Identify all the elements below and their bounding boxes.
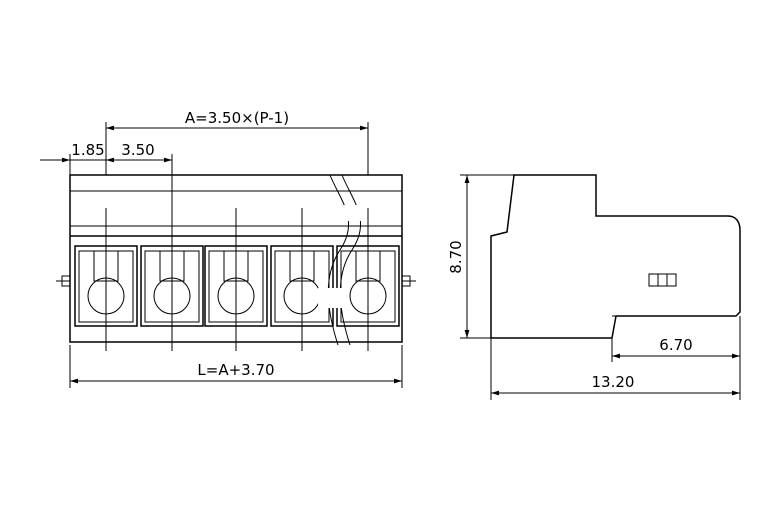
break-line-2 (339, 174, 362, 346)
total-depth-label: 13.20 (592, 373, 635, 391)
length-formula-label: L=A+3.70 (197, 361, 274, 379)
side-body-outline (490, 174, 741, 339)
break-line-1 (327, 174, 350, 346)
pitch-label: 3.50 (121, 141, 154, 159)
latch-window (648, 273, 677, 287)
side-view: 8.70 6.70 13.20 (447, 174, 741, 400)
front-view: A=3.50×(P-1) 1.85 3.50 L=A+3.70 (40, 109, 416, 388)
lower-depth-label: 6.70 (659, 336, 692, 354)
terminal-cells (74, 208, 400, 351)
edge-offset-label: 1.85 (71, 141, 104, 159)
pitch-formula-label: A=3.50×(P-1) (185, 109, 289, 127)
height-label: 8.70 (447, 240, 465, 273)
